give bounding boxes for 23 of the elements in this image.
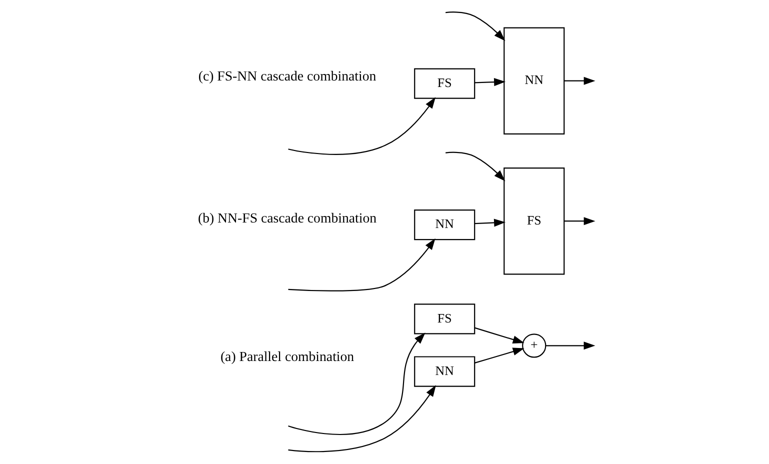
node-box: FS — [504, 167, 565, 275]
arrow — [474, 218, 506, 227]
arrow — [474, 348, 524, 364]
node-box: FS — [414, 68, 476, 99]
node-box: FS — [414, 304, 476, 334]
node-box: NN — [504, 27, 565, 134]
node-box: NN — [414, 356, 476, 387]
arrow — [288, 385, 436, 452]
arrow — [474, 78, 506, 86]
arrow — [288, 238, 436, 292]
label: (a) Parallel combination — [220, 348, 354, 364]
label: (b) NN-FS cascade combination — [198, 210, 377, 226]
arrow — [288, 97, 436, 155]
node-circle: + — [522, 334, 546, 358]
arrow — [474, 327, 524, 344]
arrow — [288, 332, 426, 435]
node-box: NN — [414, 209, 476, 240]
arrow — [564, 76, 596, 85]
arrow — [446, 152, 506, 182]
arrow — [564, 217, 596, 226]
label: (c) FS-NN cascade combination — [198, 68, 376, 84]
arrow — [546, 342, 596, 350]
arrow — [446, 12, 506, 41]
